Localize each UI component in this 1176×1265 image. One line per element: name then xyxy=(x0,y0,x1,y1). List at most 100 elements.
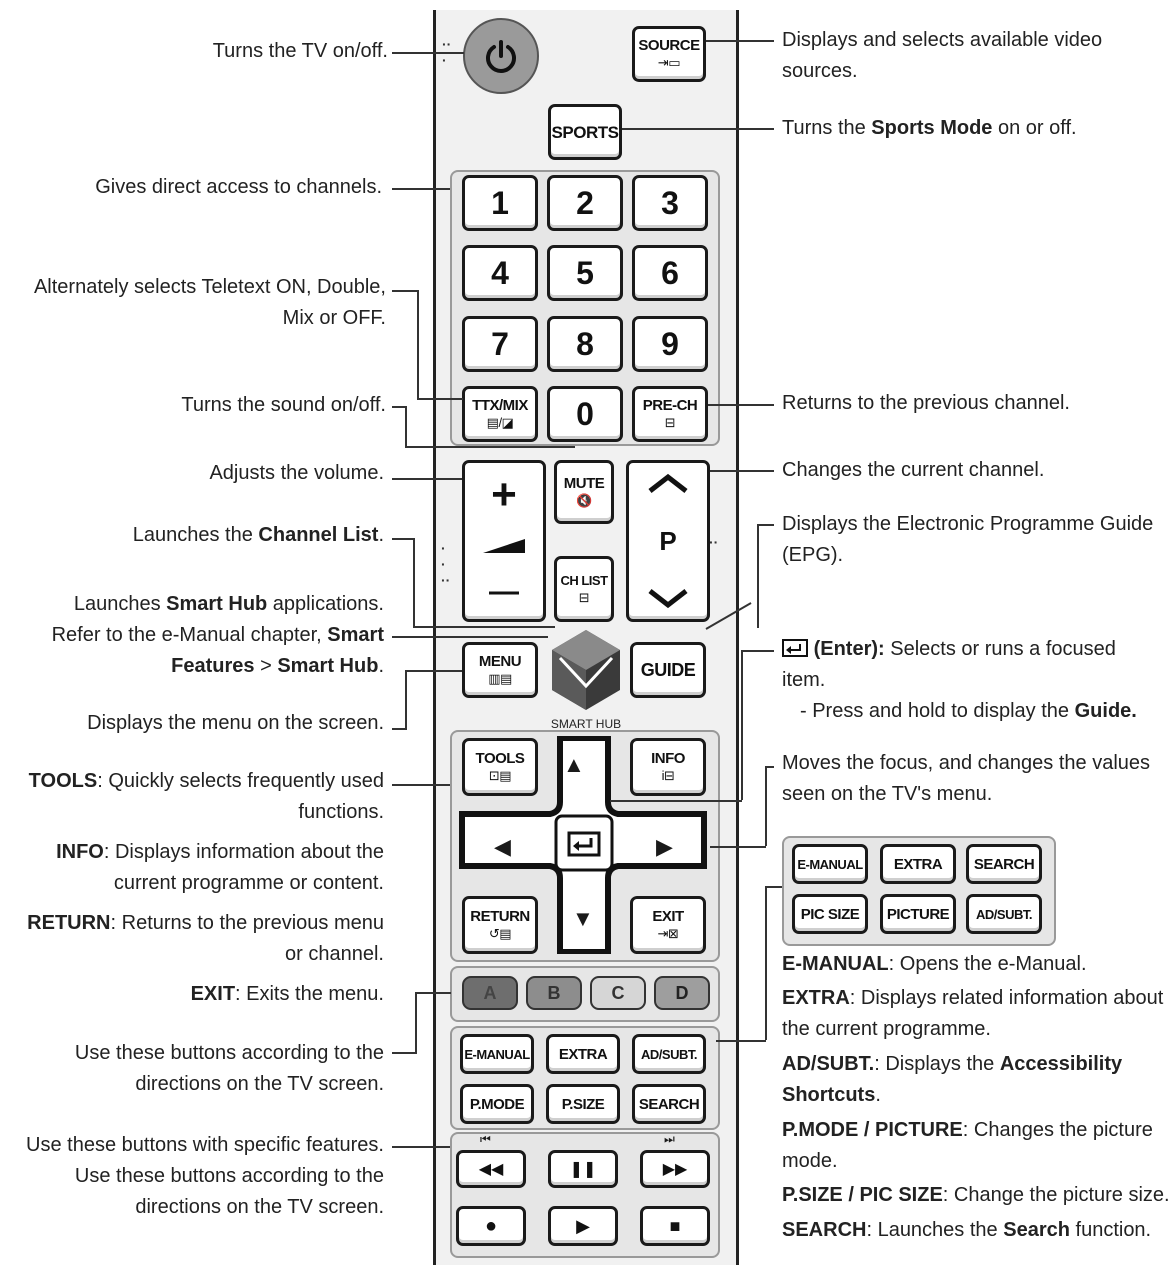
color-c-button[interactable]: C xyxy=(590,976,646,1010)
right-arrow-button[interactable]: ▶ xyxy=(656,834,673,859)
tools-button[interactable]: TOOLS ⊡▤ xyxy=(462,738,538,796)
smart-hub-button[interactable]: SMART HUB xyxy=(548,628,624,731)
color-a-button[interactable]: A xyxy=(462,976,518,1010)
return-button[interactable]: RETURN ↺▤ xyxy=(462,896,538,954)
volume-description: Adjusts the volume. xyxy=(209,462,384,484)
leader-line xyxy=(392,52,464,54)
sports-button[interactable]: SPORTS xyxy=(548,104,622,160)
color-d-button[interactable]: D xyxy=(654,976,710,1010)
text: SEARCH xyxy=(782,1219,867,1241)
text: . xyxy=(378,524,384,546)
enter-icon xyxy=(782,639,808,657)
fast-forward-button[interactable]: ▶▶ xyxy=(640,1150,710,1188)
record-button[interactable]: ● xyxy=(456,1206,526,1246)
up-arrow-button[interactable]: ▲ xyxy=(563,752,585,777)
text: seen on the TV's menu. xyxy=(782,783,993,805)
text: function. xyxy=(1069,1219,1152,1241)
teletext-icon: ▤/◪ xyxy=(486,415,514,430)
leader-line xyxy=(765,766,767,846)
prech-icon: ⊟ xyxy=(664,415,676,430)
digit-7-button[interactable]: 7 xyxy=(462,316,538,372)
info-button[interactable]: INFO i⊟ xyxy=(630,738,706,796)
ad-subt-button[interactable]: AD/SUBT. xyxy=(632,1034,706,1074)
digit-label: 2 xyxy=(576,184,594,221)
menu-button[interactable]: MENU ▥▤ xyxy=(462,642,538,698)
digit-5-button[interactable]: 5 xyxy=(547,245,623,301)
text: Displays the Electronic Programme Guide xyxy=(782,513,1154,535)
leader-line xyxy=(710,470,774,472)
digit-1-button[interactable]: 1 xyxy=(462,175,538,231)
digit-label: 3 xyxy=(661,184,679,221)
digit-4-button[interactable]: 4 xyxy=(462,245,538,301)
digit-label: 1 xyxy=(491,184,509,221)
search-button[interactable]: SEARCH xyxy=(632,1084,706,1124)
alt-e-manual-button[interactable]: E-MANUAL xyxy=(792,844,868,884)
channel-up-icon xyxy=(648,473,688,493)
play-button[interactable]: ▶ xyxy=(548,1206,618,1246)
text: Sports Mode xyxy=(871,117,993,139)
alt-ad-subt-button[interactable]: AD/SUBT. xyxy=(966,894,1042,934)
digit-3-button[interactable]: 3 xyxy=(632,175,708,231)
extra-button[interactable]: EXTRA xyxy=(546,1034,620,1074)
e-manual-button[interactable]: E-MANUAL xyxy=(460,1034,534,1074)
leader-line xyxy=(741,650,743,800)
leader-line xyxy=(758,524,774,526)
key-label: E-MANUAL xyxy=(797,856,863,872)
pre-ch-button[interactable]: PRE-CH ⊟ xyxy=(632,386,708,442)
text: applications. xyxy=(267,593,384,615)
leader-line xyxy=(716,1040,766,1042)
enter-icon xyxy=(567,831,601,857)
p-size-button[interactable]: P.SIZE xyxy=(546,1084,620,1124)
digit-8-button[interactable]: 8 xyxy=(547,316,623,372)
ttx-line-2: Mix or OFF. xyxy=(282,307,386,329)
color-b-button[interactable]: B xyxy=(526,976,582,1010)
enter-button[interactable] xyxy=(558,820,610,868)
alt-pic-size-button[interactable]: PIC SIZE xyxy=(792,894,868,934)
source-icon: ⇥▭ xyxy=(657,55,681,70)
mute-icon: 🔇 xyxy=(576,493,592,508)
digit-label: 9 xyxy=(661,325,679,362)
text: : Opens the e-Manual. xyxy=(888,953,1087,975)
alt-picture-button[interactable]: PICTURE xyxy=(880,894,956,934)
channel-rocker[interactable]: P xyxy=(626,460,710,622)
digit-9-button[interactable]: 9 xyxy=(632,316,708,372)
exit-button[interactable]: EXIT ⇥⊠ xyxy=(630,896,706,954)
power-button[interactable] xyxy=(463,18,539,94)
text: directions on the TV screen. xyxy=(135,1196,384,1218)
digit-0-button[interactable]: 0 xyxy=(547,386,623,442)
guide-description: Displays the Electronic Programme Guide(… xyxy=(782,509,1153,571)
rewind-button[interactable]: ◀◀ xyxy=(456,1150,526,1188)
digit-2-button[interactable]: 2 xyxy=(547,175,623,231)
mute-button[interactable]: MUTE 🔇 xyxy=(554,460,614,524)
down-arrow-button[interactable]: ▼ xyxy=(572,906,594,931)
search-description: SEARCH: Launches the Search function. xyxy=(782,1214,1170,1247)
leader-line xyxy=(610,800,742,802)
left-arrow-button[interactable]: ◀ xyxy=(494,834,511,859)
volume-rocker[interactable]: + — xyxy=(462,460,546,622)
text: Launches the xyxy=(132,524,259,546)
mute-label: MUTE xyxy=(563,475,605,492)
leader-line xyxy=(405,670,407,730)
ttx-mix-button[interactable]: TTX/MIX ▤/◪ xyxy=(462,386,538,442)
ttx-line-1: Alternately selects Teletext ON, Double, xyxy=(33,276,386,298)
text: Smart xyxy=(327,624,384,646)
exit-label: EXIT xyxy=(652,908,684,925)
color-label: D xyxy=(675,982,689,1003)
alt-search-button[interactable]: SEARCH xyxy=(966,844,1042,884)
p-mode-button[interactable]: P.MODE xyxy=(460,1084,534,1124)
text: Turns the xyxy=(782,117,872,139)
alt-extra-button[interactable]: EXTRA xyxy=(880,844,956,884)
stop-button[interactable]: ■ xyxy=(640,1206,710,1246)
return-label: RETURN xyxy=(470,908,530,925)
text: Search xyxy=(1003,1219,1070,1241)
text: : Displays information about the xyxy=(103,841,384,863)
ch-list-button[interactable]: CH LIST ⊟ xyxy=(554,556,614,622)
sports-label: SPORTS xyxy=(551,122,619,142)
pause-button[interactable]: ❚❚ xyxy=(548,1150,618,1188)
guide-button[interactable]: GUIDE xyxy=(630,642,706,698)
leader-line xyxy=(417,290,419,398)
digit-label: 0 xyxy=(576,395,594,432)
stop-icon: ■ xyxy=(669,1215,681,1236)
source-button[interactable]: SOURCE ⇥▭ xyxy=(632,26,706,82)
digit-6-button[interactable]: 6 xyxy=(632,245,708,301)
